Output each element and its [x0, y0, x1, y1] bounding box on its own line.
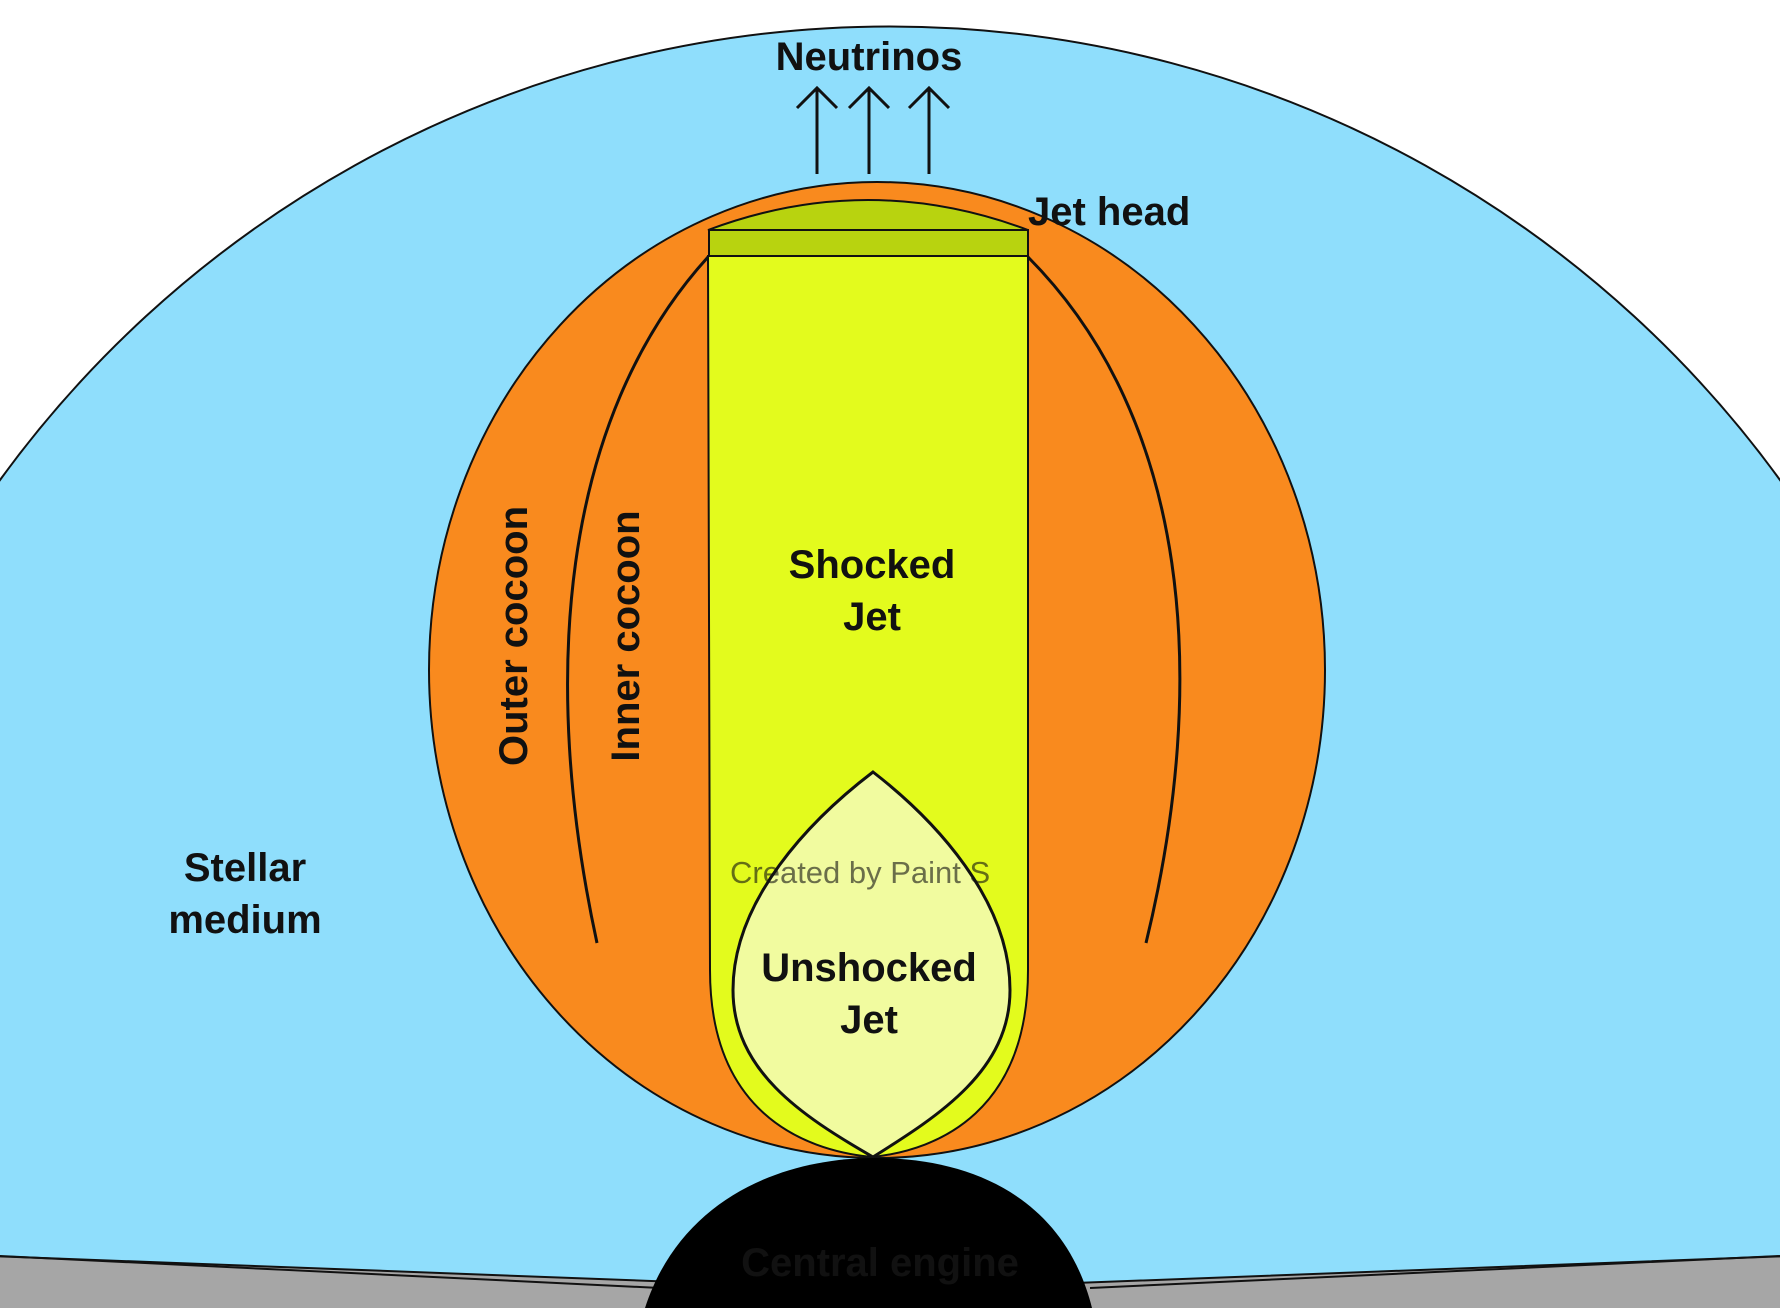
neutrinos-label: Neutrinos	[776, 35, 963, 79]
unshocked-jet-label-line2: Jet	[840, 998, 898, 1042]
up-arrow-icon	[795, 85, 839, 174]
inner-cocoon-label: Inner cocoon	[604, 510, 648, 761]
jet-head-region	[707, 199, 1029, 231]
jet-head-label: Jet head	[1028, 190, 1190, 234]
shocked-jet-label-line1: Shocked	[789, 543, 956, 587]
shocked-jet-label-line2: Jet	[843, 595, 901, 639]
inner-cocoon-boundary-right	[1026, 255, 1182, 944]
up-arrow-icon	[907, 85, 951, 174]
central-engine-label: Central engine	[741, 1241, 1019, 1285]
outer-cocoon-label: Outer cocoon	[492, 506, 536, 766]
stellar-medium-label-line2: medium	[168, 898, 321, 942]
stellar-medium-label-line1: Stellar	[184, 846, 306, 890]
up-arrow-icon	[847, 85, 891, 174]
unshocked-jet-region	[731, 770, 1012, 1159]
jet-head-band	[708, 229, 1029, 257]
unshocked-jet-label-line1: Unshocked	[761, 946, 977, 990]
watermark-text: Created by Paint S	[730, 855, 990, 890]
neutrino-arrows	[795, 85, 951, 174]
ground-edge	[0, 1255, 1780, 1289]
central-engine	[645, 1158, 1092, 1308]
inner-cocoon-boundary-left	[566, 255, 710, 944]
